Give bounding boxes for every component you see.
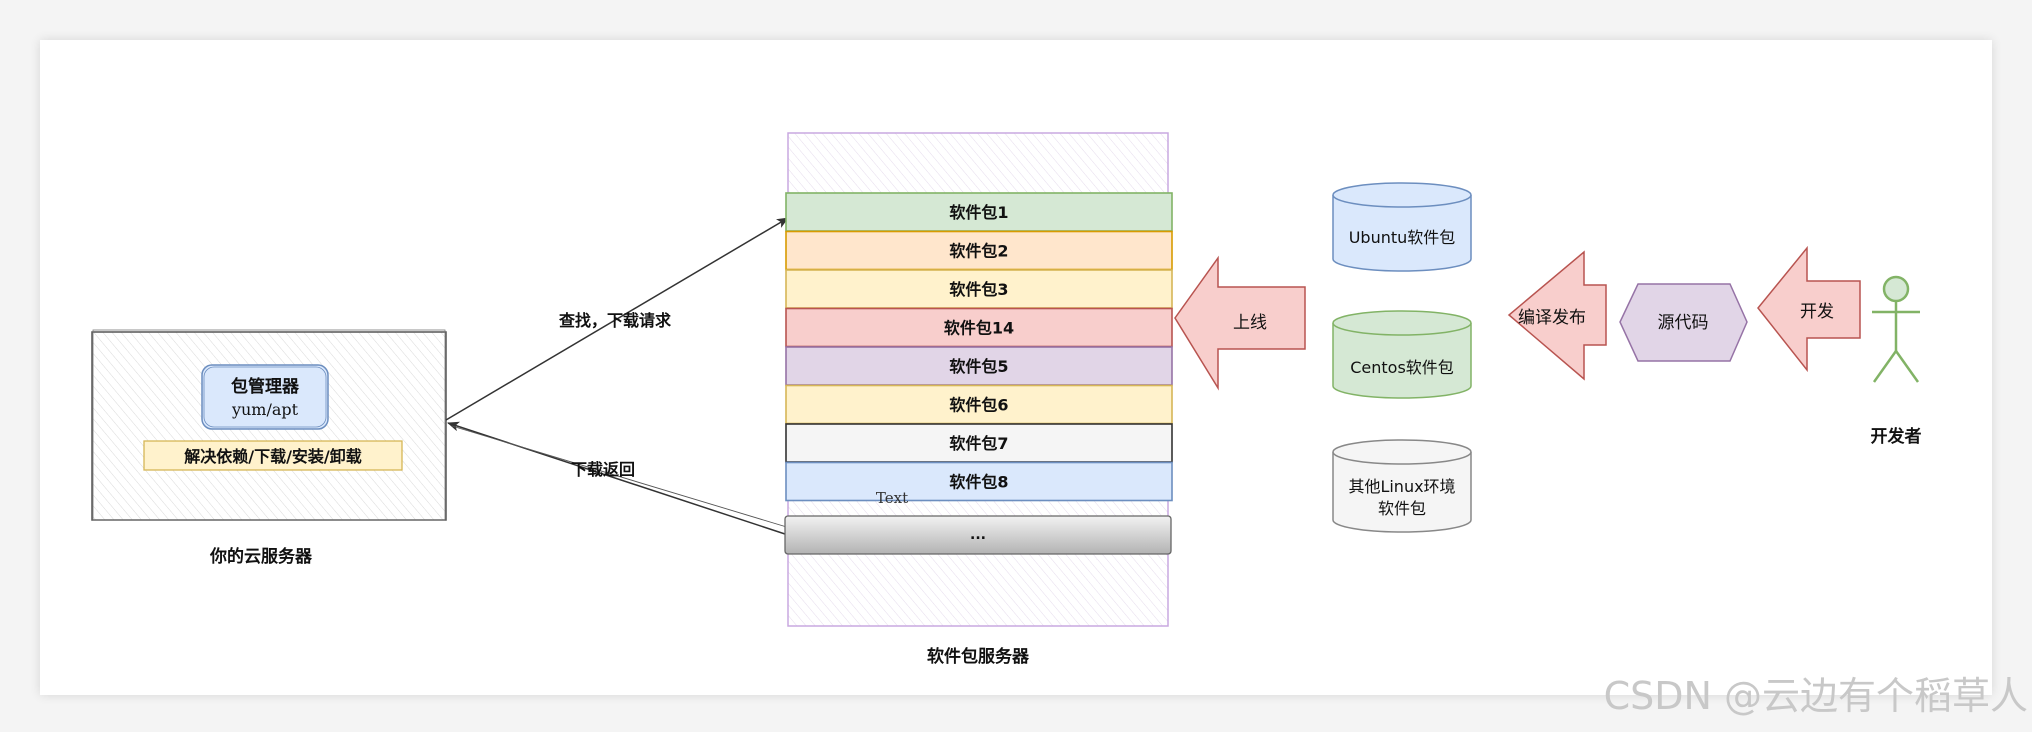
- request-label: 查找，下载请求: [559, 311, 672, 330]
- centos-cylinder: [1332, 310, 1472, 399]
- package-row: [785, 423, 1173, 463]
- developer-figure-icon: [1872, 275, 1920, 383]
- functions-box: [143, 440, 403, 471]
- package-label: 软件包5: [949, 357, 1008, 376]
- package-label: 软件包8: [949, 473, 1008, 492]
- compile-arrow: [1507, 250, 1607, 381]
- upload-arrow: [1174, 255, 1306, 391]
- package-label: 软件包6: [949, 396, 1008, 415]
- cloud-server-title: 你的云服务器: [209, 546, 313, 567]
- csdn-watermark: CSDN @云边有个稻草人: [1603, 674, 2028, 718]
- package-label: 软件包2: [949, 242, 1008, 261]
- package-label: 软件包3: [949, 280, 1008, 299]
- package-row: [785, 346, 1173, 386]
- other-linux-label-line2: 软件包: [1378, 499, 1426, 518]
- package-row: [785, 307, 1173, 348]
- package-row: [785, 230, 1173, 271]
- package-manager-title: 包管理器: [231, 376, 300, 397]
- develop-label: 开发: [1800, 302, 1834, 322]
- package-manager-box: [201, 364, 329, 430]
- request-arrow: [445, 217, 789, 421]
- source-code-hexagon: [1619, 283, 1748, 362]
- develop-arrow: [1757, 245, 1861, 373]
- developer-label: 开发者: [1871, 426, 1922, 447]
- return-arrow-sketch: [451, 425, 791, 529]
- diagram-svg: 包管理器 yum/apt 解决依赖/下载/安装/卸载 你的云服务器 查找，下载请…: [91, 132, 1922, 667]
- package-manager-subtitle: yum/apt: [231, 400, 299, 419]
- package-label: 软件包14: [944, 319, 1014, 338]
- ubuntu-cylinder: [1332, 182, 1472, 272]
- source-code-label: 源代码: [1658, 313, 1709, 333]
- package-label: 软件包7: [949, 434, 1008, 453]
- diagram-canvas: 包管理器 yum/apt 解决依赖/下载/安装/卸载 你的云服务器 查找，下载请…: [40, 40, 1992, 695]
- package-label: 软件包1: [949, 203, 1008, 222]
- ellipsis-package: [784, 515, 1172, 555]
- other-linux-cylinder: [1332, 439, 1472, 533]
- package-row: [785, 461, 1173, 502]
- stray-text-label: Text: [876, 489, 908, 507]
- repo-server-title: 软件包服务器: [927, 646, 1030, 667]
- compile-label: 编译发布: [1518, 308, 1586, 328]
- upload-label: 上线: [1233, 313, 1267, 333]
- package-row: [785, 269, 1173, 309]
- functions-label: 解决依赖/下载/安装/卸载: [184, 447, 362, 466]
- ellipsis-label: ...: [970, 527, 986, 543]
- other-linux-label-line1: 其他Linux环境: [1348, 477, 1455, 496]
- centos-label: Centos软件包: [1350, 358, 1454, 377]
- package-stack: 软件包1 软件包2 软件包3 软件包14 软件包5 软件包6 软件包7 软件包8: [785, 192, 1173, 502]
- ubuntu-label: Ubuntu软件包: [1349, 228, 1456, 247]
- return-label: 下载返回: [571, 460, 635, 479]
